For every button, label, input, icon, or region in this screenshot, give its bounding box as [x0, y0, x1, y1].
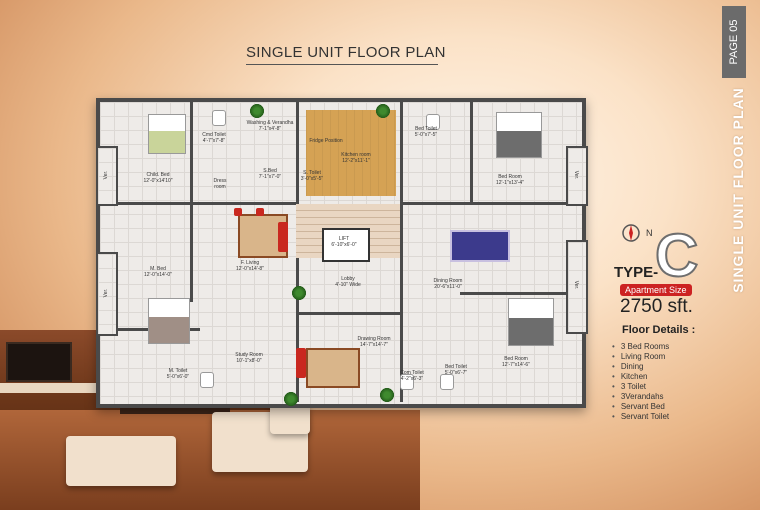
unit-type-label: TYPE- — [614, 264, 659, 281]
plant-icon — [250, 104, 264, 118]
page-number: PAGE 05 — [728, 19, 740, 65]
verandah-right-bottom: Ver. — [566, 240, 588, 334]
apartment-size-value: 2750 sft. — [620, 296, 693, 317]
bed-master — [148, 298, 190, 344]
wall — [403, 202, 583, 205]
floor-detail-item: Servant Bed — [612, 402, 669, 412]
title-underline — [246, 64, 438, 65]
wall — [460, 292, 580, 295]
toilet-fixture — [200, 372, 214, 388]
bed-right — [508, 298, 554, 346]
unit-type-letter: C — [654, 222, 699, 289]
bed-child — [148, 114, 186, 154]
plant-icon — [380, 388, 394, 402]
page-tab: PAGE 05 — [722, 6, 746, 78]
kitchen-floor — [306, 110, 396, 196]
chair — [256, 208, 264, 216]
floor-details-title: Floor Details : — [622, 324, 696, 336]
sofa-red — [278, 222, 288, 252]
wall — [400, 102, 403, 402]
chair — [234, 208, 242, 216]
wall — [296, 312, 400, 315]
floor-detail-item: 3 Bed Rooms — [612, 342, 669, 352]
floor-detail-item: Servant Toilet — [612, 412, 669, 422]
shelf-image — [0, 383, 110, 393]
lift-shaft — [322, 228, 370, 262]
sofa-image — [270, 404, 310, 434]
plant-icon — [284, 392, 298, 406]
sofa-red — [296, 348, 306, 378]
compass-icon — [622, 224, 640, 242]
floor-detail-item: 3Verandahs — [612, 392, 669, 402]
page-title: SINGLE UNIT FLOOR PLAN — [246, 44, 446, 61]
bed-top-right — [496, 112, 542, 158]
floor-details-list: 3 Bed Rooms Living Room Dining Kitchen 3… — [612, 342, 669, 422]
toilet-fixture — [440, 374, 454, 390]
floor-detail-item: Kitchen — [612, 372, 669, 382]
dining-table — [450, 230, 510, 262]
tv-image — [6, 342, 72, 382]
toilet-fixture — [426, 114, 440, 130]
verandah-right-top: Ver. — [566, 146, 588, 206]
label-fridge: Fridge Position — [309, 138, 343, 144]
drawing-rug — [306, 348, 360, 388]
wall — [100, 202, 296, 205]
plant-icon — [376, 104, 390, 118]
apartment-size-badge: Apartment Size — [620, 284, 692, 296]
toilet-fixture — [212, 110, 226, 126]
sofa-image — [66, 436, 176, 486]
side-title: SINGLE UNIT FLOOR PLAN — [730, 87, 746, 293]
floor-detail-item: 3 Toilet — [612, 382, 669, 392]
compass-north-label: N — [646, 228, 653, 238]
wall — [470, 102, 473, 202]
lounge-floor — [0, 410, 420, 510]
floor-detail-item: Dining — [612, 362, 669, 372]
verandah-left-top: Ver. — [96, 146, 118, 206]
toilet-fixture — [400, 374, 414, 390]
verandah-left-bottom: Ver. — [96, 252, 118, 336]
floor-detail-item: Living Room — [612, 352, 669, 362]
plant-icon — [292, 286, 306, 300]
